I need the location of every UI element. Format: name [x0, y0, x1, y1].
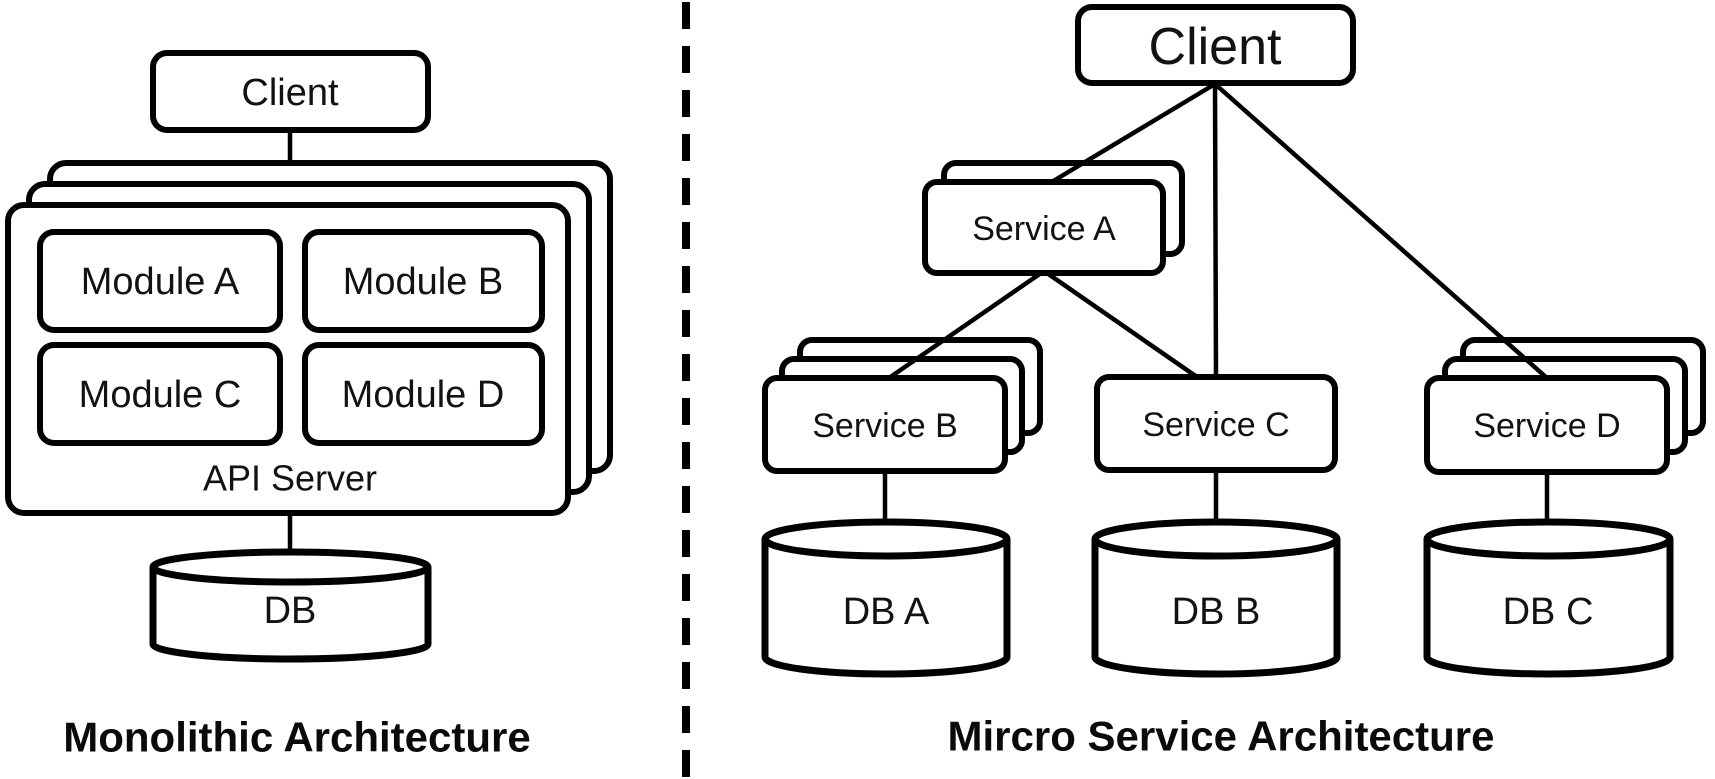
db-a-label: DB A [843, 591, 930, 633]
client-box [1075, 4, 1356, 86]
db-cylinder-top [149, 548, 432, 586]
monolithic-title: Monolithic Architecture [63, 714, 530, 761]
client-to-service-d-line [1213, 82, 1549, 380]
module-a-box [37, 229, 283, 333]
service-b-label: Service B [812, 407, 958, 445]
client-label: Client [1149, 18, 1282, 76]
client-to-service-c-line [1212, 83, 1219, 378]
module-d-label: Module D [342, 374, 505, 416]
module-c-label: Module C [79, 374, 242, 416]
service-a-to-service-b-line [884, 269, 1046, 382]
monolithic-panel: Client Module A Module B Module C Module… [5, 50, 613, 761]
api-server-label: API Server [203, 458, 377, 499]
module-b-box [302, 229, 545, 333]
db-c-label: DB C [1503, 591, 1594, 633]
client-label: Client [241, 72, 339, 114]
service-d-label: Service D [1473, 407, 1620, 445]
db-a-cylinder-top [761, 518, 1011, 560]
db-c-cylinder-top [1423, 518, 1674, 560]
microservice-title: Mircro Service Architecture [947, 713, 1494, 760]
db-b-cylinder-top [1091, 518, 1341, 560]
microservice-panel: Client Service A Service B Service C Ser… [761, 4, 1706, 760]
client-to-service-a-line [1048, 82, 1217, 185]
module-c-box [37, 342, 283, 446]
module-b-label: Module B [343, 261, 504, 303]
db-b-label: DB B [1172, 591, 1261, 633]
service-a-box [922, 179, 1166, 276]
client-box [150, 50, 431, 133]
db-a-cylinder: DB A [761, 518, 1011, 678]
db-c-cylinder: DB C [1423, 518, 1674, 678]
service-c-label: Service C [1142, 406, 1289, 444]
module-d-box [302, 342, 545, 446]
module-a-label: Module A [81, 261, 240, 303]
db-label: DB [264, 590, 317, 632]
db-b-cylinder: DB B [1091, 518, 1341, 678]
service-a-to-service-c-line [1042, 269, 1199, 379]
service-a-label: Service A [972, 210, 1116, 248]
db-cylinder: DB [149, 548, 432, 663]
